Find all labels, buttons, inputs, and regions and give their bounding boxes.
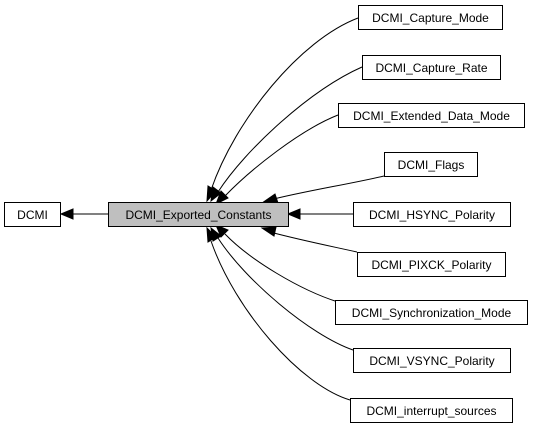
edge-pixck-polarity <box>269 231 358 253</box>
node-center-label: DCMI_Exported_Constants <box>125 208 271 222</box>
node-extended-data-mode-label: DCMI_Extended_Data_Mode <box>353 109 510 123</box>
node-interrupt-sources-label: DCMI_interrupt_sources <box>366 404 496 418</box>
arrowhead-pixck-polarity <box>260 226 277 237</box>
edge-extended-data-mode <box>224 114 339 197</box>
edge-synchronization-mode <box>224 233 339 303</box>
node-synchronization-mode-label: DCMI_Synchronization_Mode <box>352 306 512 320</box>
arrowhead-capture-rate <box>210 186 222 203</box>
node-vsync-polarity[interactable]: DCMI_VSYNC_Polarity <box>353 348 511 373</box>
edge-interrupt-sources <box>210 240 351 401</box>
node-pixck-polarity-label: DCMI_PIXCK_Polarity <box>371 258 491 272</box>
edge-capture-mode <box>210 17 359 191</box>
arrowhead-hsync-polarity <box>286 208 301 220</box>
node-synchronization-mode[interactable]: DCMI_Synchronization_Mode <box>335 300 528 325</box>
arrowhead-parent <box>59 208 74 220</box>
node-extended-data-mode[interactable]: DCMI_Extended_Data_Mode <box>338 103 525 128</box>
node-capture-rate-label: DCMI_Capture_Rate <box>375 61 487 75</box>
node-vsync-polarity-label: DCMI_VSYNC_Polarity <box>369 354 494 368</box>
node-capture-mode[interactable]: DCMI_Capture_Mode <box>358 5 503 30</box>
node-hsync-polarity[interactable]: DCMI_HSYNC_Polarity <box>353 202 511 227</box>
node-flags[interactable]: DCMI_Flags <box>384 152 478 177</box>
edge-capture-rate <box>217 66 363 193</box>
arrowhead-synchronization-mode <box>215 224 229 238</box>
edge-flags <box>269 175 385 201</box>
node-parent[interactable]: DCMI <box>4 202 61 227</box>
arrowheads <box>59 185 301 243</box>
edges <box>72 17 385 401</box>
node-hsync-polarity-label: DCMI_HSYNC_Polarity <box>369 208 495 222</box>
arrowhead-interrupt-sources <box>206 226 217 243</box>
node-capture-mode-label: DCMI_Capture_Mode <box>372 11 489 25</box>
edge-vsync-polarity <box>217 237 354 351</box>
arrowhead-flags <box>260 193 279 204</box>
node-capture-rate[interactable]: DCMI_Capture_Rate <box>362 55 501 80</box>
node-pixck-polarity[interactable]: DCMI_PIXCK_Polarity <box>357 252 506 277</box>
node-center: DCMI_Exported_Constants <box>108 202 289 227</box>
node-parent-label: DCMI <box>17 208 48 222</box>
arrowhead-extended-data-mode <box>215 190 229 206</box>
node-flags-label: DCMI_Flags <box>398 158 465 172</box>
node-interrupt-sources[interactable]: DCMI_interrupt_sources <box>350 398 513 423</box>
